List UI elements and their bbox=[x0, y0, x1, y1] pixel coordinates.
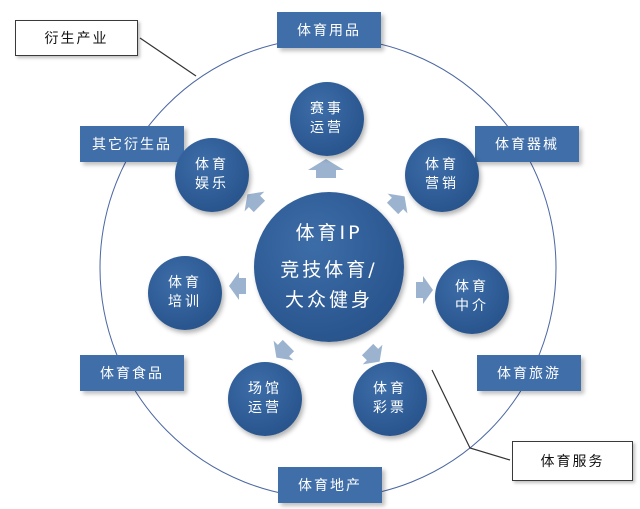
node-line: 场馆 bbox=[248, 381, 282, 398]
center-sports-ip: 体育IP 竞技体育/ 大众健身 bbox=[254, 192, 404, 342]
node-sports-entertainment: 体育 娱乐 bbox=[175, 138, 249, 212]
arrow-down-right bbox=[361, 343, 383, 365]
box-sports-goods: 体育用品 bbox=[277, 12, 381, 48]
node-line: 运营 bbox=[248, 400, 282, 416]
node-sports-agency: 体育 中介 bbox=[435, 260, 509, 334]
callout-label: 衍生产业 bbox=[44, 31, 109, 47]
node-line: 体育 bbox=[195, 157, 229, 174]
center-line: 大众健身 bbox=[284, 289, 373, 312]
callout-derivative-industry: 衍生产业 bbox=[15, 20, 138, 56]
box-other-derivatives: 其它衍生品 bbox=[80, 126, 184, 162]
box-sports-equipment: 体育器械 bbox=[475, 126, 579, 162]
box-label: 体育器械 bbox=[495, 137, 559, 153]
node-line: 体育 bbox=[373, 381, 407, 398]
arrow-right bbox=[416, 276, 433, 304]
arrow-up-left bbox=[244, 191, 266, 213]
node-line: 体育 bbox=[425, 157, 459, 174]
node-line: 赛事 bbox=[310, 101, 344, 118]
box-sports-food: 体育食品 bbox=[80, 355, 184, 391]
callout-sports-service: 体育服务 bbox=[512, 441, 633, 481]
arrow-down-left bbox=[273, 339, 295, 361]
node-venue-operation: 场馆 运营 bbox=[228, 362, 302, 436]
node-sports-marketing: 体育 营销 bbox=[405, 138, 479, 212]
node-line: 体育 bbox=[455, 279, 489, 296]
center-title: 体育IP bbox=[295, 222, 363, 245]
box-label: 体育旅游 bbox=[497, 366, 561, 382]
service-leader-line bbox=[431, 369, 511, 461]
node-line: 彩票 bbox=[373, 400, 407, 416]
node-line: 娱乐 bbox=[195, 176, 229, 192]
node-line: 营销 bbox=[425, 176, 459, 192]
node-line: 中介 bbox=[455, 298, 489, 314]
node-line: 运营 bbox=[310, 120, 344, 136]
box-sports-tourism: 体育旅游 bbox=[477, 355, 581, 391]
node-line: 培训 bbox=[168, 294, 202, 310]
derivative-leader-line bbox=[139, 37, 197, 77]
arrow-up-right bbox=[386, 193, 408, 215]
box-label: 体育地产 bbox=[298, 478, 362, 494]
node-sports-lottery: 体育 彩票 bbox=[353, 362, 427, 436]
box-sports-real-estate: 体育地产 bbox=[278, 467, 382, 503]
node-line: 体育 bbox=[168, 275, 202, 292]
box-label: 体育食品 bbox=[100, 366, 164, 382]
arrow-up bbox=[308, 159, 344, 178]
box-label: 其它衍生品 bbox=[92, 137, 172, 153]
arrow-left bbox=[229, 272, 246, 300]
node-event-operation: 赛事 运营 bbox=[290, 82, 364, 156]
callout-label: 体育服务 bbox=[540, 454, 605, 470]
box-label: 体育用品 bbox=[297, 23, 361, 39]
node-sports-training: 体育 培训 bbox=[148, 256, 222, 330]
center-line: 竞技体育/ bbox=[280, 258, 378, 281]
